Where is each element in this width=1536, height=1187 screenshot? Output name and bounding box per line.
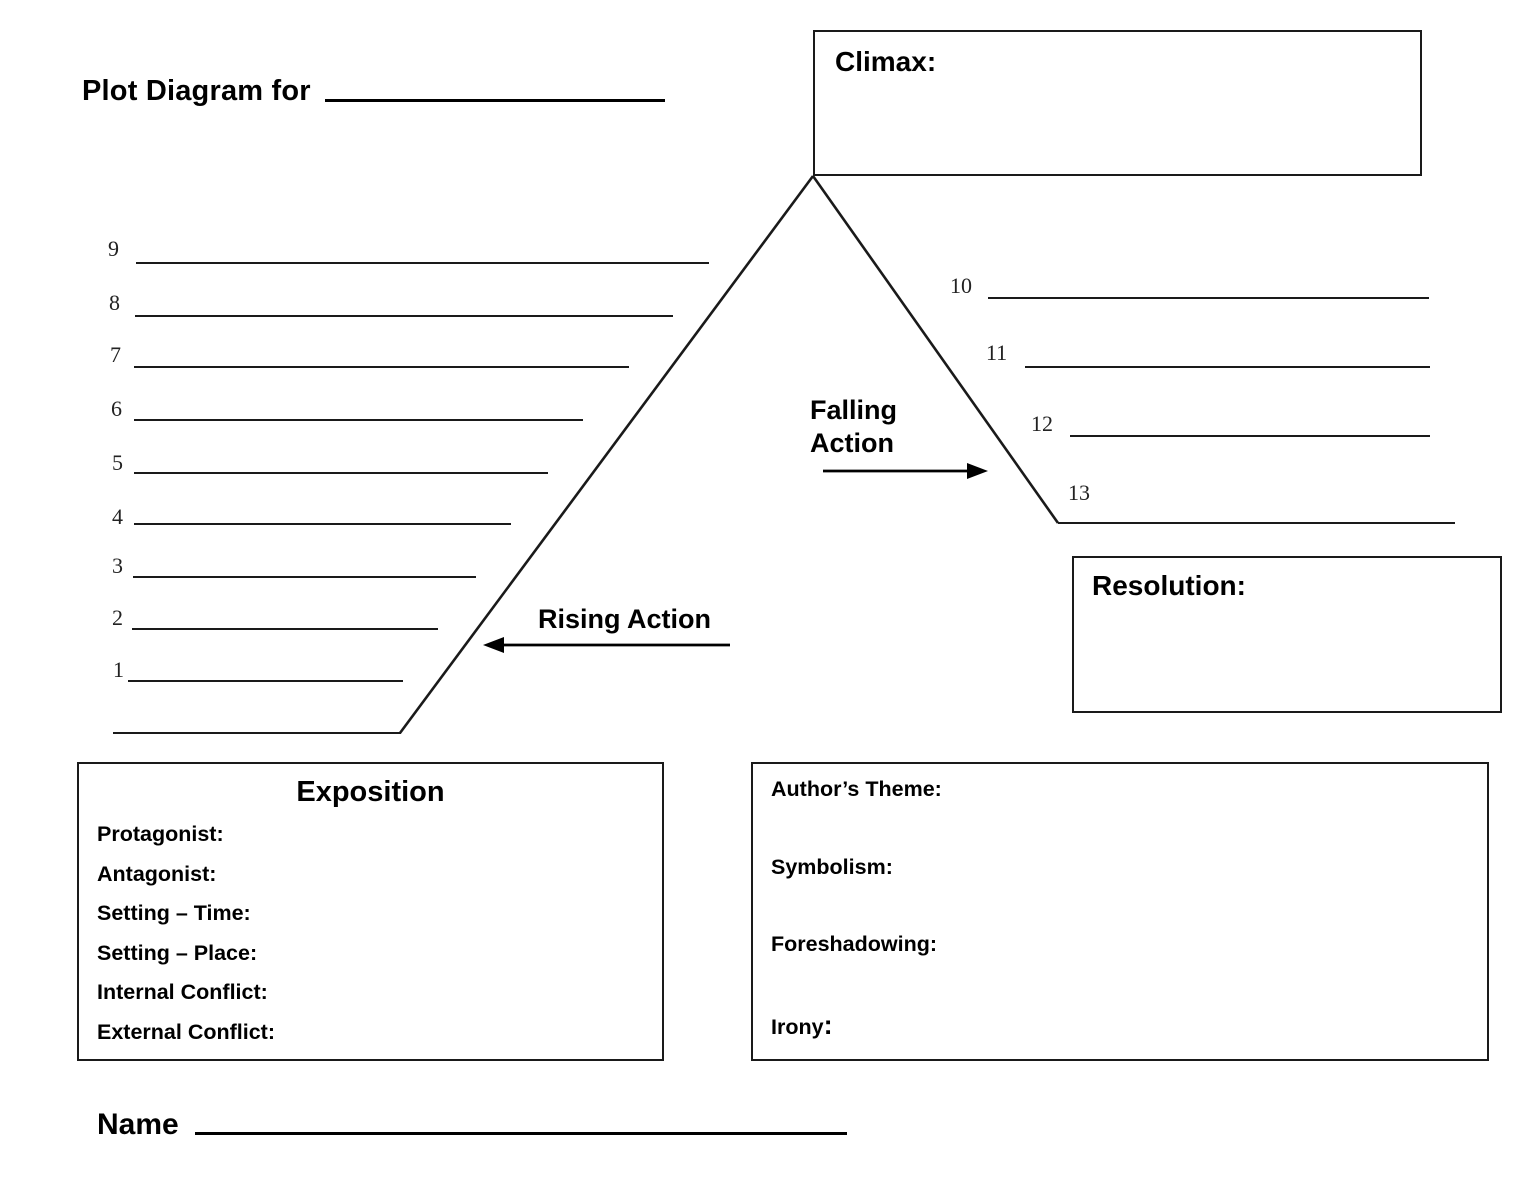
page-title: Plot Diagram for <box>82 75 311 107</box>
title-blank-field[interactable] <box>324 99 665 102</box>
rising-number-5: 5 <box>112 450 123 475</box>
rising-number-3: 3 <box>112 553 123 578</box>
literary-analysis-box[interactable]: Author’s Theme: Symbolism: Foreshadowing… <box>751 762 1489 1061</box>
falling-number-10: 10 <box>950 273 972 298</box>
analysis-field-symbolism: Symbolism: <box>771 854 893 879</box>
rising-number-8: 8 <box>109 290 120 315</box>
falling-blank-13[interactable] <box>1058 522 1455 524</box>
falling-blank-10[interactable] <box>988 297 1429 299</box>
name-row: Name <box>97 1110 847 1140</box>
resolution-box[interactable]: Resolution: <box>1072 556 1502 713</box>
rising-blank-8[interactable] <box>135 315 673 317</box>
worksheet-title: Plot Diagram for <box>82 77 665 106</box>
rising-blank-7[interactable] <box>134 366 629 368</box>
falling-number-13: 13 <box>1068 480 1090 505</box>
analysis-field-irony-colon: : <box>823 1009 833 1040</box>
falling-action-arrow <box>823 463 988 479</box>
rising-blank-9[interactable] <box>136 262 709 264</box>
rising-number-6: 6 <box>111 396 122 421</box>
analysis-field-list: Author’s Theme: Symbolism: Foreshadowing… <box>771 777 1477 1095</box>
exposition-field-setting-time: Setting – Time: <box>97 901 251 925</box>
analysis-field-foreshadowing: Foreshadowing: <box>771 932 938 956</box>
falling-action-label: Falling Action <box>810 395 897 458</box>
exposition-field-list: Protagonist: Antagonist: Setting – Time:… <box>97 815 652 1052</box>
exposition-field-protagonist: Protagonist: <box>97 822 224 846</box>
analysis-field-irony: Irony: <box>771 1009 1477 1040</box>
climax-box[interactable]: Climax: <box>813 30 1422 176</box>
rising-blank-2[interactable] <box>132 628 438 630</box>
falling-blank-12[interactable] <box>1070 435 1430 437</box>
rising-blank-4[interactable] <box>134 523 511 525</box>
falling-number-12: 12 <box>1031 411 1053 436</box>
exposition-box[interactable]: Exposition Protagonist: Antagonist: Sett… <box>77 762 664 1061</box>
rising-number-4: 4 <box>112 504 123 529</box>
name-label: Name <box>97 1108 179 1141</box>
rising-blank-3[interactable] <box>133 576 476 578</box>
falling-action-diagonal <box>811 175 1060 524</box>
rising-action-label: Rising Action <box>538 604 711 634</box>
falling-number-11: 11 <box>986 340 1008 365</box>
rising-number-9: 9 <box>108 236 119 261</box>
rising-blank-5[interactable] <box>134 472 548 474</box>
analysis-field-irony-label: Irony <box>771 1014 824 1039</box>
rising-baseline <box>113 732 401 734</box>
analysis-field-authors-theme: Author’s Theme: <box>771 777 942 801</box>
exposition-field-setting-place: Setting – Place: <box>97 940 258 965</box>
exposition-field-internal-conflict: Internal Conflict: <box>97 980 268 1004</box>
rising-blank-1[interactable] <box>128 680 403 682</box>
exposition-field-external-conflict: External Conflict: <box>97 1019 275 1044</box>
rising-blank-6[interactable] <box>134 419 583 421</box>
rising-number-1: 1 <box>113 657 124 682</box>
name-blank-field[interactable] <box>194 1132 847 1135</box>
exposition-field-antagonist: Antagonist: <box>97 861 217 886</box>
climax-label: Climax: <box>835 46 937 77</box>
rising-number-7: 7 <box>110 342 121 367</box>
rising-action-arrow <box>483 637 730 653</box>
resolution-label: Resolution: <box>1092 570 1246 601</box>
rising-action-diagonal <box>398 175 815 734</box>
rising-number-2: 2 <box>112 605 123 630</box>
exposition-title: Exposition <box>296 776 445 808</box>
falling-blank-11[interactable] <box>1025 366 1430 368</box>
